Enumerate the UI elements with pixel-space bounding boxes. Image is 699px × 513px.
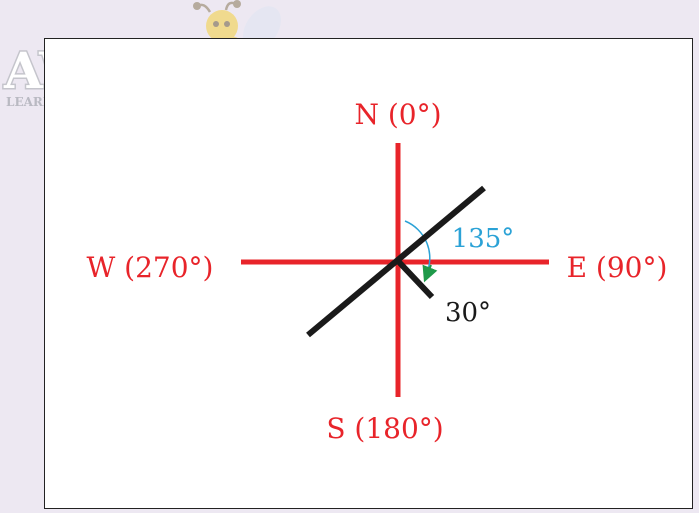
bearing-arrow-icon: [422, 264, 438, 283]
diagram-frame: [44, 38, 693, 509]
south-label: S (180°): [326, 412, 443, 445]
west-label: W (270°): [87, 251, 214, 284]
east-label: E (90°): [567, 251, 668, 284]
short-segment: [395, 258, 435, 300]
north-label: N (0°): [354, 98, 441, 131]
angle-label: 30°: [445, 298, 491, 328]
diagonal-line: [306, 185, 486, 338]
bearing-label: 135°: [452, 224, 515, 254]
